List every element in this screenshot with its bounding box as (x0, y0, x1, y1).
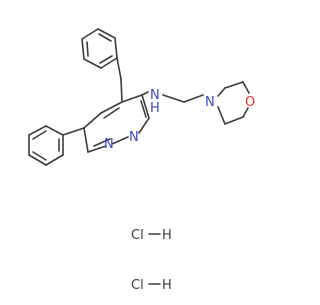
ethyl-bond (162, 94, 185, 103)
chlorine-label: Cl (131, 278, 144, 293)
phenyl-ring (28, 125, 64, 166)
bond (100, 57, 118, 69)
bond (217, 87, 226, 97)
benzyl-ch2-bond (116, 57, 122, 80)
bond (217, 106, 226, 125)
amine-n-label: N (150, 88, 160, 103)
morpholine-o-label: O (245, 95, 255, 110)
bond (28, 125, 47, 136)
bond (114, 37, 118, 59)
bond (87, 145, 107, 153)
bond (81, 38, 85, 60)
bond (45, 125, 64, 136)
ring-n-label: N (104, 137, 114, 152)
bond (32, 130, 47, 140)
bond (111, 136, 129, 145)
morpholine-ring (217, 81, 250, 125)
bond (83, 127, 89, 153)
bond (81, 28, 99, 40)
bond (99, 55, 113, 64)
bond (32, 151, 47, 161)
amine-bond (141, 91, 149, 96)
ring-n-label: N (129, 130, 139, 145)
pyridazine-ring (83, 94, 150, 153)
bond (140, 100, 147, 118)
bond (242, 107, 249, 118)
bond (103, 107, 120, 119)
morpholine-n-label: N (205, 95, 215, 110)
bond (121, 94, 143, 103)
bond (93, 138, 111, 147)
amine-h-label: H (150, 101, 160, 116)
bond (86, 41, 89, 57)
bond (97, 28, 116, 39)
bond (138, 117, 150, 134)
bond (224, 116, 244, 125)
benzyl-phenyl-ring (81, 28, 118, 69)
ethyl-bond (183, 94, 204, 103)
bond (141, 94, 150, 119)
hydrogen-label: H (162, 278, 172, 293)
bond (28, 154, 47, 166)
bond (242, 81, 250, 94)
bond (45, 154, 64, 166)
bond (100, 101, 123, 114)
bond (83, 112, 102, 129)
bond (98, 33, 112, 42)
hydrogen-label: H (162, 228, 172, 243)
chlorine-label: Cl (131, 228, 144, 243)
bond (224, 81, 244, 89)
bond (83, 58, 102, 69)
structure-canvas: N H N N N O Cl H Cl H (28, 28, 255, 293)
molecule-diagram: N H N N N O Cl H Cl H (28, 28, 255, 293)
phenyl-link-bond (62, 127, 85, 136)
benzyl-ch2-bond (120, 78, 123, 103)
